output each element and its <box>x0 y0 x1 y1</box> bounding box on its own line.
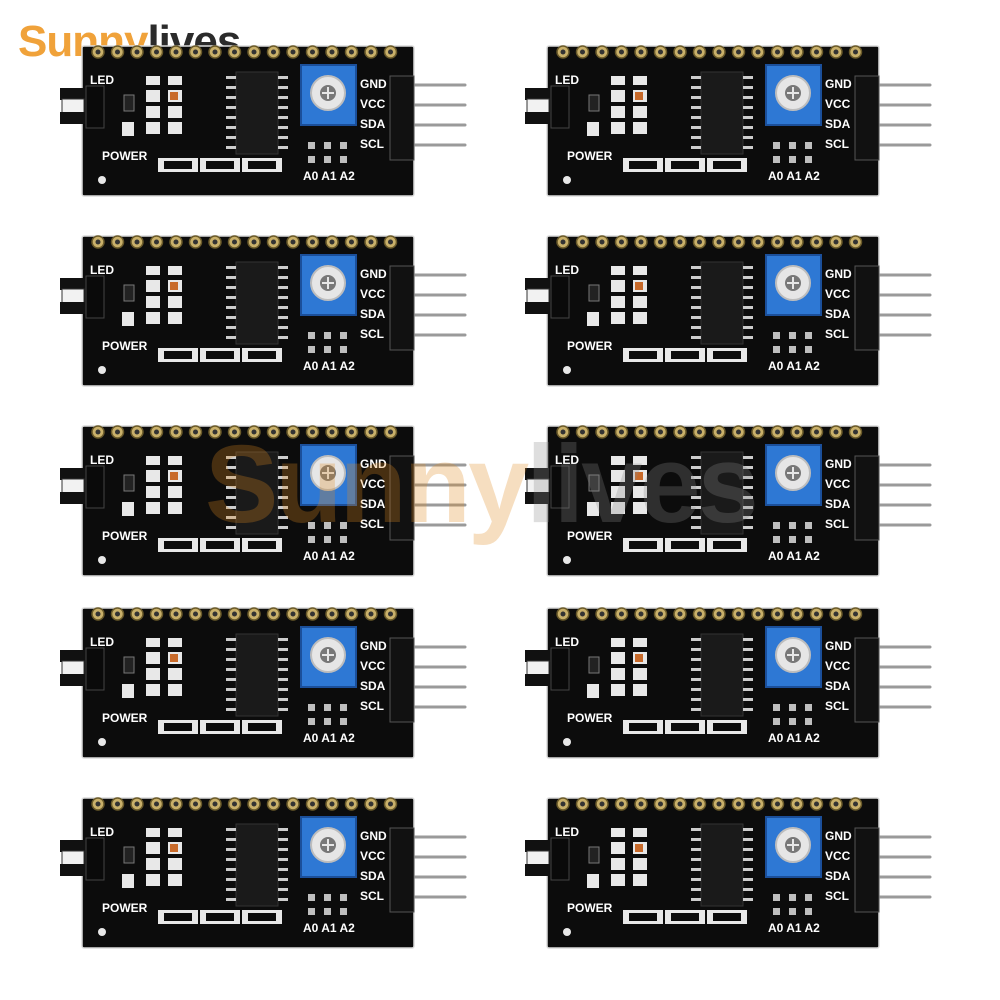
power-label: POWER <box>567 711 613 725</box>
scl-label: SCL <box>825 889 849 903</box>
address-label: A0 A1 A2 <box>768 549 820 563</box>
gnd-label: GND <box>360 829 387 843</box>
led-label: LED <box>90 453 114 467</box>
led-label: LED <box>555 453 579 467</box>
vcc-label: VCC <box>825 849 851 863</box>
power-label: POWER <box>102 339 148 353</box>
address-label: A0 A1 A2 <box>768 169 820 183</box>
power-label: POWER <box>567 339 613 353</box>
i2c-lcd-adapter-board: LED POWER GND VCC SDA SCL A0 A1 A2 <box>525 600 935 760</box>
gnd-label: GND <box>360 77 387 91</box>
power-label: POWER <box>567 149 613 163</box>
vcc-label: VCC <box>360 849 386 863</box>
board-graphic <box>525 607 932 759</box>
gnd-label: GND <box>360 267 387 281</box>
sda-label: SDA <box>825 117 851 131</box>
scl-label: SCL <box>360 517 384 531</box>
i2c-lcd-adapter-board: LED POWER GND VCC SDA SCL A0 A1 A2 <box>60 38 470 198</box>
led-label: LED <box>90 825 114 839</box>
power-label: POWER <box>102 529 148 543</box>
power-label: POWER <box>102 149 148 163</box>
address-label: A0 A1 A2 <box>768 359 820 373</box>
board-graphic <box>525 797 932 949</box>
vcc-label: VCC <box>360 477 386 491</box>
board-graphic <box>60 607 467 759</box>
board-graphic <box>60 797 467 949</box>
i2c-lcd-adapter-board: LED POWER GND VCC SDA SCL A0 A1 A2 <box>60 790 470 950</box>
power-label: POWER <box>102 711 148 725</box>
i2c-lcd-adapter-board: LED POWER GND VCC SDA SCL A0 A1 A2 <box>525 790 935 950</box>
sda-label: SDA <box>360 117 386 131</box>
board-graphic <box>525 235 932 387</box>
gnd-label: GND <box>825 77 852 91</box>
led-label: LED <box>90 635 114 649</box>
brand-logo: Sunnylives <box>18 20 241 64</box>
vcc-label: VCC <box>825 477 851 491</box>
gnd-label: GND <box>825 639 852 653</box>
led-label: LED <box>90 73 114 87</box>
board-graphic <box>60 235 467 387</box>
board-graphic <box>60 425 467 577</box>
address-label: A0 A1 A2 <box>303 359 355 373</box>
vcc-label: VCC <box>825 97 851 111</box>
led-label: LED <box>555 825 579 839</box>
gnd-label: GND <box>825 457 852 471</box>
vcc-label: VCC <box>360 287 386 301</box>
board-graphic <box>60 45 467 197</box>
sda-label: SDA <box>825 869 851 883</box>
address-label: A0 A1 A2 <box>303 169 355 183</box>
board-graphic <box>525 425 932 577</box>
sda-label: SDA <box>825 307 851 321</box>
scl-label: SCL <box>360 137 384 151</box>
sda-label: SDA <box>360 497 386 511</box>
led-label: LED <box>555 635 579 649</box>
address-label: A0 A1 A2 <box>303 731 355 745</box>
address-label: A0 A1 A2 <box>768 921 820 935</box>
i2c-lcd-adapter-board: LED POWER GND VCC SDA SCL A0 A1 A2 <box>525 228 935 388</box>
vcc-label: VCC <box>825 287 851 301</box>
vcc-label: VCC <box>360 97 386 111</box>
led-label: LED <box>555 73 579 87</box>
i2c-lcd-adapter-board: LED POWER GND VCC SDA SCL A0 A1 A2 <box>525 38 935 198</box>
i2c-lcd-adapter-board: LED POWER GND VCC SDA SCL A0 A1 A2 <box>60 228 470 388</box>
gnd-label: GND <box>360 457 387 471</box>
gnd-label: GND <box>360 639 387 653</box>
led-label: LED <box>555 263 579 277</box>
address-label: A0 A1 A2 <box>303 549 355 563</box>
scl-label: SCL <box>825 699 849 713</box>
power-label: POWER <box>102 901 148 915</box>
scl-label: SCL <box>825 517 849 531</box>
scl-label: SCL <box>360 327 384 341</box>
scl-label: SCL <box>360 699 384 713</box>
vcc-label: VCC <box>825 659 851 673</box>
gnd-label: GND <box>825 267 852 281</box>
power-label: POWER <box>567 901 613 915</box>
scl-label: SCL <box>360 889 384 903</box>
power-label: POWER <box>567 529 613 543</box>
sda-label: SDA <box>825 679 851 693</box>
sda-label: SDA <box>825 497 851 511</box>
scl-label: SCL <box>825 137 849 151</box>
scl-label: SCL <box>825 327 849 341</box>
i2c-lcd-adapter-board: LED POWER GND VCC SDA SCL A0 A1 A2 <box>60 418 470 578</box>
sda-label: SDA <box>360 307 386 321</box>
sda-label: SDA <box>360 679 386 693</box>
board-graphic <box>525 45 932 197</box>
vcc-label: VCC <box>360 659 386 673</box>
sda-label: SDA <box>360 869 386 883</box>
i2c-lcd-adapter-board: LED POWER GND VCC SDA SCL A0 A1 A2 <box>60 600 470 760</box>
led-label: LED <box>90 263 114 277</box>
gnd-label: GND <box>825 829 852 843</box>
address-label: A0 A1 A2 <box>303 921 355 935</box>
i2c-lcd-adapter-board: LED POWER GND VCC SDA SCL A0 A1 A2 <box>525 418 935 578</box>
address-label: A0 A1 A2 <box>768 731 820 745</box>
